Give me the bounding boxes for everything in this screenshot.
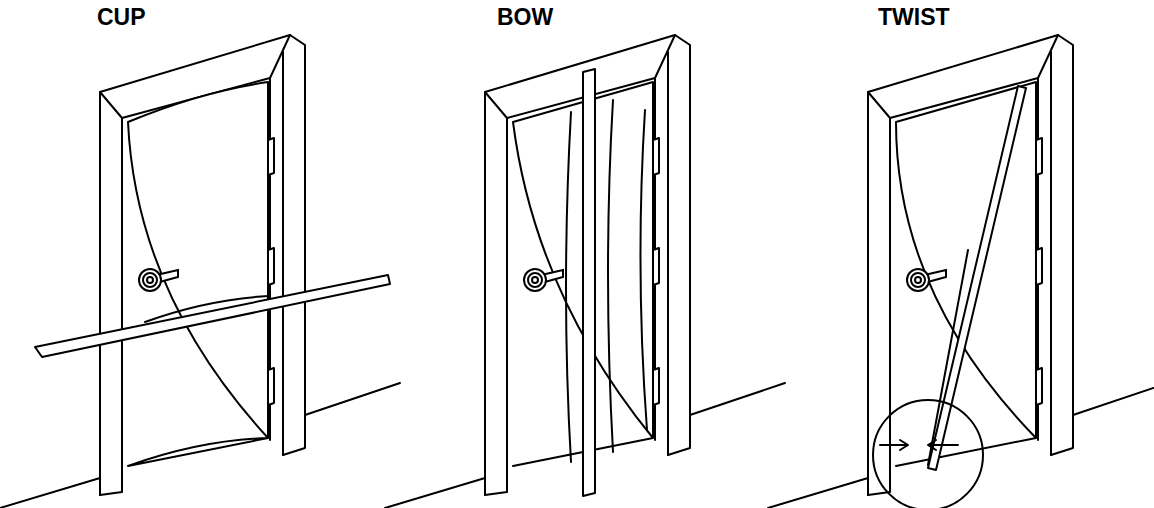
- frame-edge: [100, 35, 290, 495]
- door-slab: [128, 82, 268, 466]
- bow-curve: [566, 100, 647, 462]
- twist-gap-line: [928, 250, 968, 465]
- hinge: [653, 368, 659, 405]
- straightedge: [928, 86, 1026, 470]
- warp-type-label: TWIST: [878, 6, 950, 29]
- straightedge: [35, 275, 390, 357]
- warp-type-label: BOW: [497, 6, 553, 29]
- door-frame: [485, 35, 690, 495]
- hinge: [1036, 248, 1042, 285]
- straightedge: [583, 69, 595, 496]
- hinge: [268, 138, 274, 175]
- door-frame: [100, 35, 305, 495]
- door-handle: [139, 269, 178, 291]
- frame-edge: [485, 35, 675, 495]
- door-frame: [868, 35, 1073, 495]
- hinge: [653, 138, 659, 175]
- floor-line: [768, 383, 1154, 508]
- hinge: [268, 248, 274, 285]
- frame-edge: [868, 35, 1058, 495]
- door-handle: [524, 269, 563, 291]
- door-slab: [896, 82, 1036, 466]
- hinge: [653, 248, 659, 285]
- warp-type-label: CUP: [97, 6, 146, 29]
- detail-circle: [873, 400, 983, 508]
- gap-arrows: [880, 440, 958, 450]
- hinge: [268, 368, 274, 405]
- door-handle: [907, 269, 946, 291]
- hinge: [1036, 368, 1042, 405]
- hinge: [1036, 138, 1042, 175]
